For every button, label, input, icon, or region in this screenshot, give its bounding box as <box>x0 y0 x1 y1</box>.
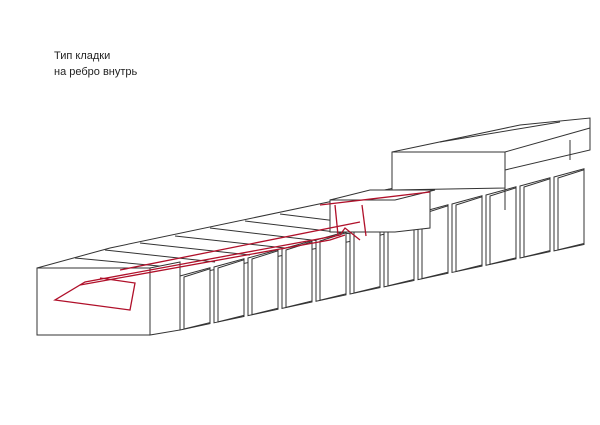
brick-face <box>285 241 313 309</box>
caption-line-2: на ребро внутрь <box>54 66 138 78</box>
caption-line-1: Тип кладки <box>54 50 111 62</box>
rebar-1 <box>53 227 361 311</box>
brick-joint <box>104 249 216 263</box>
drawing-caption: Тип кладки на ребро внутрь <box>54 48 137 80</box>
brick-face <box>455 196 483 273</box>
brick-face <box>183 268 211 330</box>
brick-face <box>489 187 517 265</box>
brick-face <box>353 223 381 294</box>
brick-joint <box>174 235 286 249</box>
brick-joint <box>139 242 251 256</box>
step-brick-top <box>329 189 436 201</box>
brick-face <box>523 178 551 258</box>
rebar-4 <box>319 191 431 206</box>
brick-courses <box>36 117 591 336</box>
end-brick-side <box>149 261 181 336</box>
brick-joint <box>209 227 321 242</box>
reinforcement-lines <box>53 191 431 311</box>
brick-face <box>557 169 585 251</box>
brick-face <box>217 259 245 323</box>
rebar-5 <box>334 204 339 236</box>
brick-face <box>251 250 279 316</box>
rebar-6 <box>361 204 367 237</box>
end-brick-front <box>36 267 151 336</box>
rebar-2 <box>79 234 346 286</box>
rebar-3 <box>119 221 361 271</box>
upper-top-joint <box>439 121 561 143</box>
brick-face <box>319 232 347 301</box>
